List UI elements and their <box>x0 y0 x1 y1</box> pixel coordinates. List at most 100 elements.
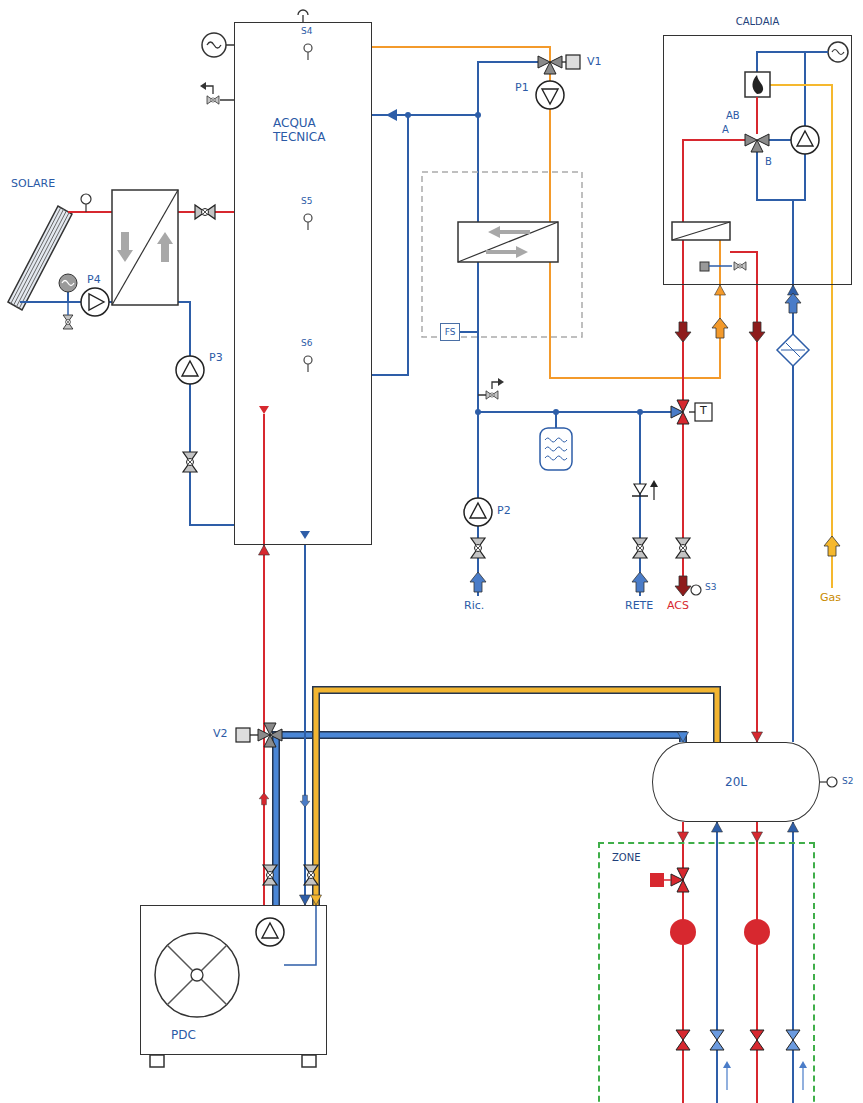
pipe-line <box>372 47 720 378</box>
pipe-line <box>756 285 758 742</box>
sensor-label: S6 <box>300 338 313 348</box>
diverter-valve <box>270 729 282 741</box>
boiler-internals <box>730 252 757 285</box>
dhw-module <box>470 572 486 592</box>
dhw-module <box>675 322 691 342</box>
heat-pump-parts <box>256 918 284 946</box>
pipe-connector <box>678 822 689 842</box>
dhw-module <box>475 112 481 118</box>
pipe-connector <box>311 690 718 905</box>
boiler-internals <box>672 222 730 240</box>
heat-pump-parts <box>167 945 227 1005</box>
diverter-valve <box>300 795 310 807</box>
diverter-valve <box>236 723 318 885</box>
dhw-module <box>677 400 689 412</box>
pipe-connector <box>300 545 311 905</box>
sensor-label: S2 <box>841 776 854 786</box>
boiler-internals <box>757 140 805 285</box>
solar-circuit <box>67 302 69 315</box>
dhw-module <box>676 538 690 558</box>
dhw-module <box>478 394 486 396</box>
dhw-module <box>650 480 658 487</box>
tank-fittings <box>259 406 269 414</box>
valve-label: AB <box>725 110 741 122</box>
unit-label: PDC <box>171 1028 196 1042</box>
dhw-module <box>458 222 558 262</box>
diverter-valve <box>304 865 318 885</box>
sensor-label: S5 <box>300 196 313 206</box>
pipe-label: Gas <box>819 592 842 605</box>
boiler-internals <box>751 140 763 152</box>
tank-fittings <box>307 52 308 60</box>
dhw-module <box>464 498 492 526</box>
heat-pump-parts <box>150 1055 164 1067</box>
port-label: B <box>764 156 773 168</box>
solar-circuit <box>183 452 197 472</box>
tank-fittings <box>304 356 312 364</box>
pipe-connector <box>752 822 763 842</box>
zone-circuits <box>650 842 807 1103</box>
boiler-internals <box>700 262 709 271</box>
separator-sensor <box>827 777 837 787</box>
solar-circuit <box>59 274 77 292</box>
dhw-module <box>781 343 805 357</box>
tank-fittings <box>263 414 265 545</box>
heat-pump-parts <box>155 933 239 1017</box>
dhw-module <box>566 55 580 69</box>
pipe-connector <box>712 822 723 842</box>
solar-circuit <box>8 190 234 525</box>
tank-fittings <box>220 99 234 101</box>
tank-fittings <box>304 44 312 52</box>
tank-fittings <box>307 364 308 372</box>
zone-circuits <box>799 1061 807 1068</box>
flow-switch-box: FS <box>440 323 460 341</box>
heat-pump-unit: PDC <box>140 905 327 1055</box>
dhw-module <box>637 409 643 415</box>
boiler-internals <box>672 42 848 285</box>
solar-circuit <box>67 292 69 302</box>
part-label: SOLARE <box>10 178 56 191</box>
solar-circuit <box>81 288 109 316</box>
boiler-internals <box>709 265 732 267</box>
dhw-module <box>386 109 397 121</box>
arrow-head <box>678 832 689 842</box>
solar-circuit <box>20 302 234 525</box>
arrow-head <box>311 895 322 905</box>
pipe-connector <box>788 822 799 842</box>
tank-fittings <box>304 214 312 222</box>
dhw-module <box>488 226 530 238</box>
boiler-internals <box>756 97 758 134</box>
boiler-internals <box>719 240 721 285</box>
zone-circuits <box>744 919 770 945</box>
boiler-internals <box>828 42 848 62</box>
sensor-label: S3 <box>704 582 717 592</box>
dhw-module <box>634 484 646 494</box>
zone-circuits <box>650 873 664 887</box>
dhw-module <box>689 411 695 412</box>
solar-circuit <box>195 205 215 219</box>
dhw-module <box>675 576 691 596</box>
zone-circuits <box>710 1030 800 1050</box>
tank-fittings <box>200 10 312 545</box>
separator-sensor <box>820 781 827 782</box>
arrow-head <box>300 895 311 905</box>
dhw-module <box>372 62 671 596</box>
boiler-internals <box>683 140 745 285</box>
dhw-module <box>458 222 558 262</box>
solar-circuit <box>63 315 73 329</box>
diverter-valve <box>236 728 250 742</box>
hydraulic-separator: 20L <box>652 742 820 822</box>
pump-label: P3 <box>208 352 224 365</box>
solar-circuit <box>117 232 133 262</box>
solar-circuit <box>11 208 69 309</box>
arrow-head <box>752 732 763 742</box>
insulated-pipe <box>316 690 717 905</box>
dhw-module <box>544 62 556 74</box>
arrow-head <box>752 832 763 842</box>
tank-fittings <box>207 96 219 104</box>
zone-circuits <box>717 842 793 1103</box>
insulated-pipe <box>276 735 683 905</box>
storage-tank: ACQUA TECNICA <box>234 22 372 545</box>
dhw-module <box>785 293 801 313</box>
